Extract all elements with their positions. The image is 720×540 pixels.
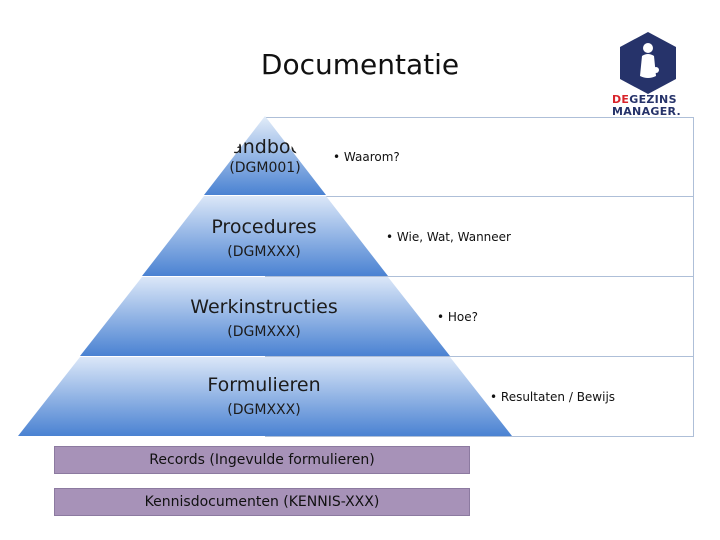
bullet-waarom: • Waarom? — [333, 150, 400, 164]
logo-wordmark: DEGEZINS MANAGER. — [612, 93, 681, 118]
bullet-resultaten: • Resultaten / Bewijs — [490, 390, 616, 404]
level-code: (DGMXXX) — [227, 402, 301, 418]
level-code: (DGM001) — [229, 160, 301, 176]
kennisdocumenten-bar: Kennisdocumenten (KENNIS-XXX) — [54, 488, 470, 516]
level-name: Procedures — [211, 216, 317, 238]
level-name: Formulieren — [207, 374, 321, 396]
pyramid-level-3 — [80, 277, 450, 356]
bullet-box-1 — [265, 117, 694, 198]
bullet-wie-wat-wanneer: • Wie, Wat, Wanneer — [386, 230, 511, 244]
bullet-hoe: • Hoe? — [437, 310, 479, 324]
level-label-3: Werkinstructies (DGMXXX) — [164, 296, 364, 340]
level-code: (DGMXXX) — [227, 244, 301, 260]
pyramid-level-1 — [204, 116, 326, 195]
degezinsmanager-logo — [620, 32, 676, 94]
level-label-2: Procedures (DGMXXX) — [184, 216, 344, 260]
level-code: (DGMXXX) — [227, 324, 301, 340]
records-bar: Records (Ingevulde formulieren) — [54, 446, 470, 474]
level-name: Werkinstructies — [190, 296, 338, 318]
level-label-4: Formulieren (DGMXXX) — [164, 374, 364, 418]
page-title: Documentatie — [260, 48, 460, 81]
pyramid-level-2 — [142, 196, 388, 276]
pyramid-level-4 — [18, 357, 512, 436]
